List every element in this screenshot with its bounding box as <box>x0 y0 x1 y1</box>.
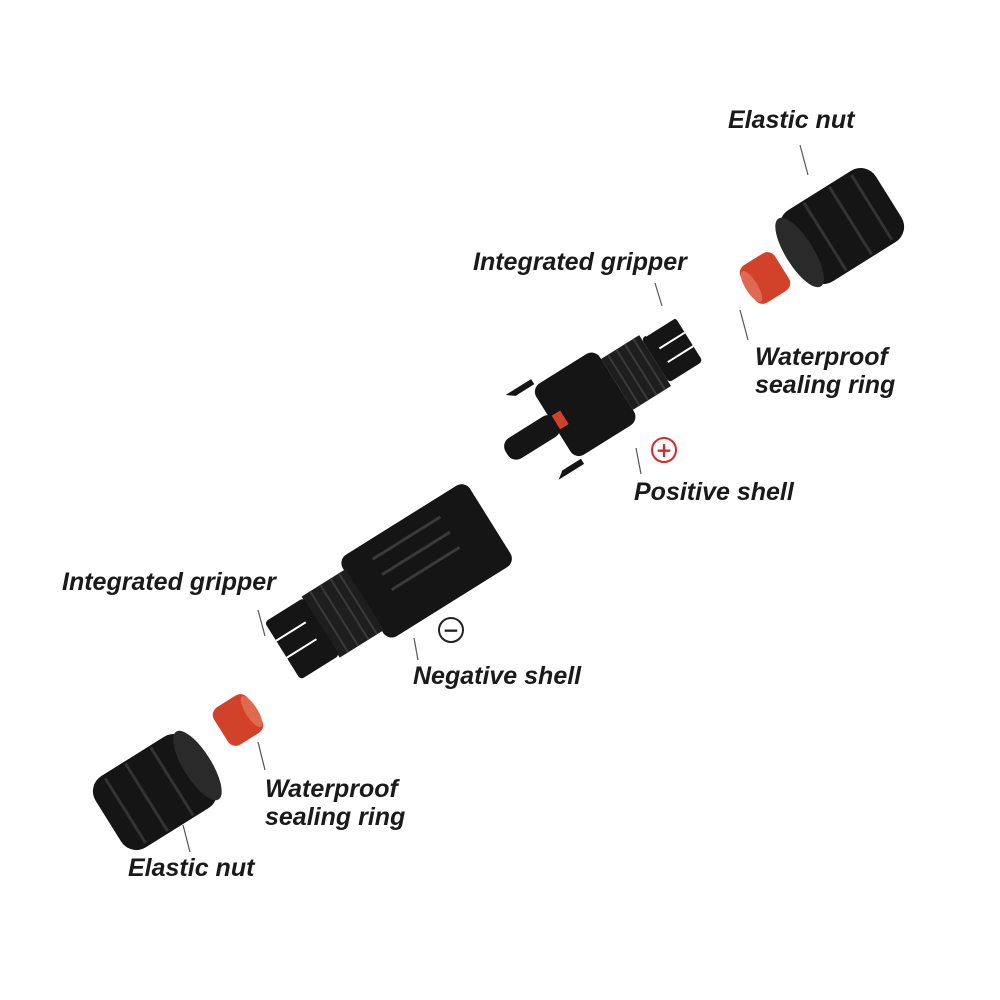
label-waterproof-ring-bottom-line2: sealing ring <box>265 803 406 831</box>
negative-shell <box>265 484 512 679</box>
label-elastic-nut-bottom: Elastic nut <box>128 854 255 882</box>
elastic-nut-bottom <box>92 730 222 850</box>
leader-lines <box>182 144 809 853</box>
label-waterproof-ring-top-line1: Waterproof <box>755 343 888 371</box>
positive-shell <box>504 316 702 480</box>
negative-sign-icon: − <box>438 617 464 643</box>
label-positive-shell: Positive shell <box>634 478 794 506</box>
elastic-nut-top <box>775 168 905 288</box>
sealing-ring-top <box>739 252 791 304</box>
label-waterproof-ring-bottom-line1: Waterproof <box>265 775 398 803</box>
label-negative-shell: Negative shell <box>413 662 582 690</box>
label-waterproof-ring-top-line2: sealing ring <box>755 371 896 399</box>
label-integrated-gripper-top: Integrated gripper <box>473 248 687 276</box>
label-elastic-nut-top: Elastic nut <box>728 106 855 134</box>
sealing-ring-bottom <box>212 694 264 746</box>
positive-sign-icon: + <box>651 437 677 463</box>
label-integrated-gripper-bottom: Integrated gripper <box>62 568 276 596</box>
